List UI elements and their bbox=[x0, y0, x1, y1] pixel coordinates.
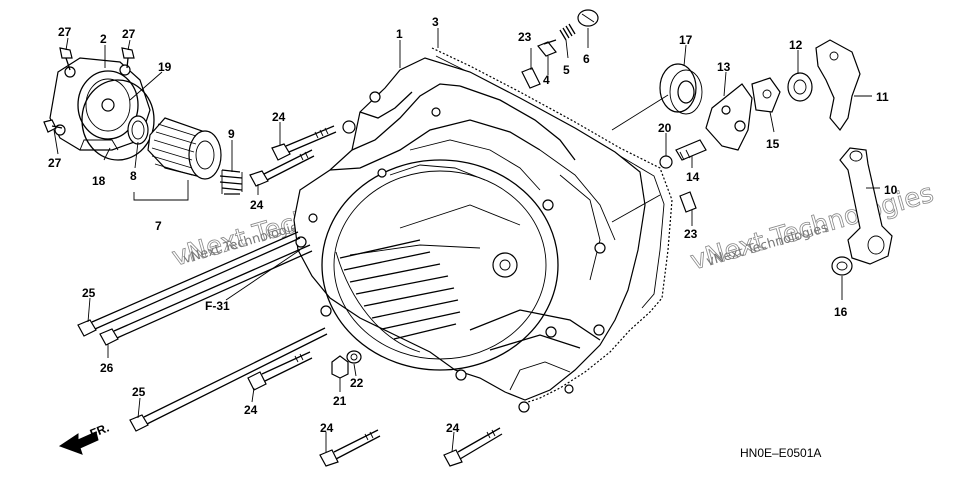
dowel-pin-23-top bbox=[521, 67, 541, 89]
bolt-27-top-left bbox=[59, 47, 73, 71]
lever-11 bbox=[815, 39, 861, 132]
callout-16: 16 bbox=[834, 305, 848, 319]
callout-6: 6 bbox=[583, 52, 590, 66]
arm-13 bbox=[705, 83, 753, 151]
callout-25-left: 25 bbox=[82, 286, 96, 300]
callout-8: 8 bbox=[130, 169, 137, 183]
callout-10: 10 bbox=[884, 183, 898, 197]
bolt-25-bottom bbox=[129, 327, 328, 432]
callout-27-top-left: 27 bbox=[58, 25, 72, 39]
oil-seal-16 bbox=[831, 256, 853, 276]
callout-2: 2 bbox=[100, 32, 107, 46]
callout-11: 11 bbox=[876, 90, 889, 104]
nut-21 bbox=[331, 355, 349, 379]
oil-filter-cartridge bbox=[147, 117, 222, 180]
o-ring-18 bbox=[81, 79, 155, 161]
shaft-14 bbox=[675, 139, 707, 161]
bearing-17 bbox=[659, 63, 703, 115]
arm-10 bbox=[839, 147, 893, 265]
callout-21: 21 bbox=[333, 394, 347, 408]
callout-18: 18 bbox=[92, 174, 106, 188]
front-label: FR. bbox=[88, 421, 111, 441]
callout-12: 12 bbox=[789, 38, 803, 52]
bolt-24-upper-a bbox=[271, 125, 337, 161]
o-ring-8 bbox=[127, 115, 149, 145]
bolt-24-bottom-a bbox=[319, 429, 381, 467]
callout-24-upper: 24 bbox=[272, 110, 286, 124]
bolt-26 bbox=[99, 244, 313, 346]
cap-6 bbox=[577, 9, 599, 27]
front-arrow-icon bbox=[58, 431, 99, 455]
callout-27-bottom: 27 bbox=[48, 156, 62, 170]
callout-14: 14 bbox=[686, 170, 700, 184]
callout-13: 13 bbox=[717, 60, 731, 74]
callout-9: 9 bbox=[228, 127, 235, 141]
callout-24-lower: 24 bbox=[250, 198, 264, 212]
callout-26: 26 bbox=[100, 361, 114, 375]
callout-1: 1 bbox=[396, 27, 403, 41]
callout-15: 15 bbox=[766, 137, 780, 151]
spring-15 bbox=[751, 77, 781, 113]
callout-20: 20 bbox=[658, 121, 672, 135]
callout-3: 3 bbox=[432, 15, 439, 29]
callout-23-top: 23 bbox=[518, 30, 532, 44]
section-reference-f31: F-31 bbox=[205, 299, 230, 313]
callout-22: 22 bbox=[350, 376, 364, 390]
plug-4 bbox=[537, 39, 557, 57]
watermark-right: vNext Technologies vNext Technologies bbox=[687, 178, 938, 277]
bolt-27-bottom bbox=[43, 119, 63, 133]
callout-24-mid: 24 bbox=[244, 403, 258, 417]
callout-4: 4 bbox=[543, 73, 550, 87]
callout-19: 19 bbox=[158, 60, 172, 74]
callout-24-bottom-a: 24 bbox=[320, 421, 334, 435]
callout-24-bottom-b: 24 bbox=[446, 421, 460, 435]
callout-23-right: 23 bbox=[684, 227, 698, 241]
leader-lines bbox=[53, 28, 880, 453]
bolt-27-top-right bbox=[121, 47, 135, 69]
callout-labels: 1 2 3 4 5 6 7 8 9 10 11 12 13 14 15 16 1… bbox=[48, 15, 898, 435]
spring-5 bbox=[559, 23, 576, 41]
diagram-reference-code: HN0E–E0501A bbox=[740, 446, 821, 460]
cover-louvres bbox=[335, 239, 461, 353]
oil-seal-12 bbox=[787, 72, 813, 102]
bolt-25-left bbox=[77, 231, 301, 337]
dowel-pin-23-right bbox=[679, 191, 697, 213]
bolt-24-upper-b bbox=[249, 149, 315, 187]
washer-22 bbox=[346, 350, 362, 364]
callout-7: 7 bbox=[155, 219, 162, 233]
relief-spring bbox=[219, 169, 243, 195]
callout-17: 17 bbox=[679, 33, 693, 47]
washer-20 bbox=[659, 155, 673, 169]
cover-gasket bbox=[431, 47, 673, 405]
front-direction-indicator: FR. bbox=[58, 421, 111, 455]
right-crankcase-cover bbox=[293, 57, 646, 413]
callout-25-bottom: 25 bbox=[132, 385, 146, 399]
bolt-24-mid bbox=[247, 351, 313, 391]
callout-27-top-right: 27 bbox=[122, 27, 136, 41]
callout-5: 5 bbox=[563, 63, 570, 77]
